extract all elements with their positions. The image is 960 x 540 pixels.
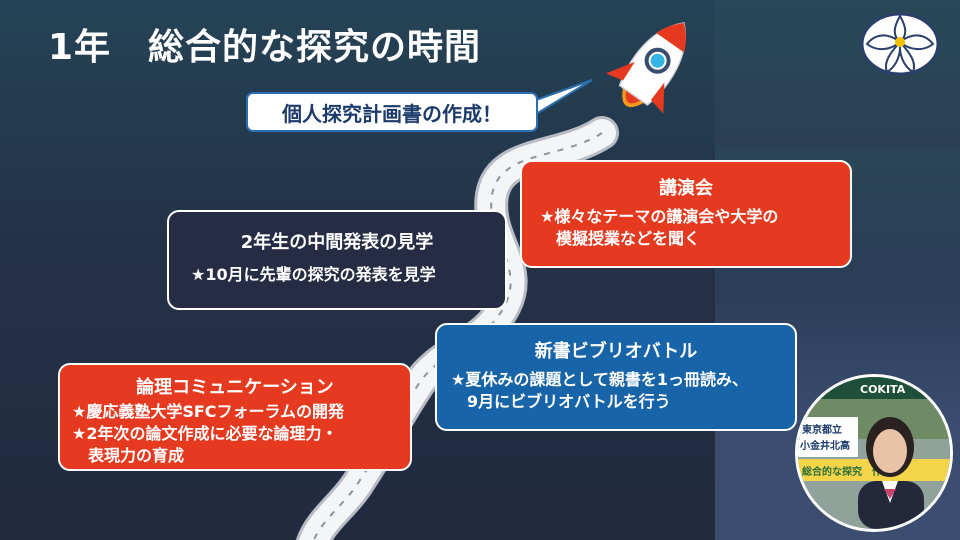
callout-bubble: 個人探究計画書の作成！ xyxy=(246,92,538,132)
bibliobattle-box-line-2: 9月にビブリオバトルを行う xyxy=(451,392,671,411)
logic-communication-box-line-2: ★2年次の論文作成に必要な論理力・ xyxy=(72,424,338,443)
sign-line-3: 総合的な探究 作品 xyxy=(802,465,892,478)
school-emblem-icon xyxy=(860,12,940,76)
bibliobattle-box-line-1: ★夏休みの課題として親書を1っ冊読み、 xyxy=(451,370,748,389)
lecture-box-line-2: 模擬授業などを聞く xyxy=(540,229,701,248)
lecture-box-line-1: ★様々なテーマの講演会や大学の xyxy=(540,207,779,226)
bibliobattle-box: 新書ビブリオバトル ★夏休みの課題として親書を1っ冊読み、 9月にビブリオバトル… xyxy=(435,323,797,431)
logic-communication-box-line-3: 表現力の育成 xyxy=(72,446,185,465)
callout-text: 個人探究計画書の作成！ xyxy=(282,101,502,126)
bibliobattle-box-title: 新書ビブリオバトル xyxy=(534,341,698,362)
midterm-visit-box: 2年生の中間発表の見学 ★10月に先輩の探究の発表を見学 xyxy=(167,210,507,310)
presenter-scene: COKITA 東京都立 小金井北高 総合的な探究 作品 xyxy=(798,377,950,529)
logic-communication-box-line-1: ★慶応義塾大学SFCフォーラムの開発 xyxy=(72,402,345,421)
logic-communication-box: 論理コミュニケーション ★慶応義塾大学SFCフォーラムの開発 ★2年次の論文作成… xyxy=(58,363,412,471)
rocket-icon xyxy=(605,22,686,114)
midterm-visit-box-line-1: ★10月に先輩の探究の発表を見学 xyxy=(191,265,436,284)
logic-communication-box-title: 論理コミュニケーション xyxy=(136,377,334,398)
midterm-visit-box-title: 2年生の中間発表の見学 xyxy=(240,232,434,253)
lecture-box: 講演会 ★様々なテーマの講演会や大学の 模擬授業などを聞く xyxy=(520,160,852,268)
presenter-video-wipe: COKITA 東京都立 小金井北高 総合的な探究 作品 xyxy=(795,374,953,532)
banner-top-text: COKITA xyxy=(860,383,906,396)
sign-line-1: 東京都立 xyxy=(802,423,842,436)
sign-line-2: 小金井北高 xyxy=(799,439,850,452)
slide-title: 1年 総合的な探究の時間 xyxy=(48,27,482,68)
lecture-box-title: 講演会 xyxy=(659,178,713,199)
